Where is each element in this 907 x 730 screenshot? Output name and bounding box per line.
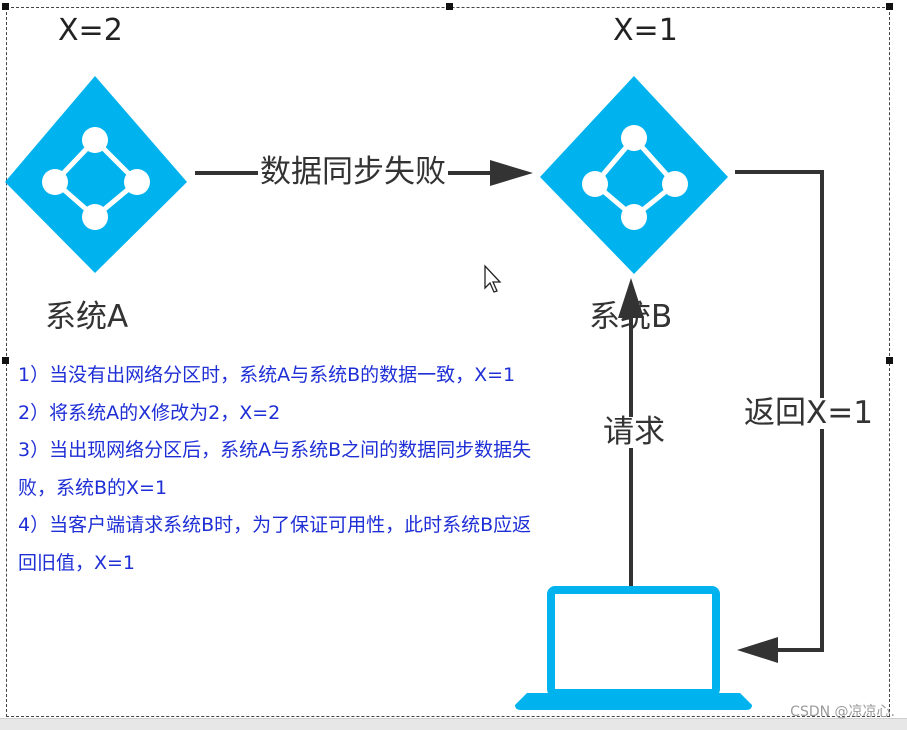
note-item: 1）当没有出网络分区时，系统A与系统B的数据一致，X=1: [18, 364, 516, 386]
resize-handle-left-middle[interactable]: [2, 357, 9, 364]
system-a-icon: [5, 76, 187, 273]
resize-handle-right-middle[interactable]: [886, 357, 893, 364]
bottom-scrollbar[interactable]: [0, 718, 907, 730]
watermark: CSDN @凉凉心.: [790, 704, 895, 720]
resize-handle-top-middle[interactable]: [446, 3, 453, 10]
explanation-notes: 1）当没有出网络分区时，系统A与系统B的数据一致，X=1 2）将系统A的X修改为…: [18, 357, 548, 582]
system-b-label: 系统B: [589, 299, 673, 335]
mouse-pointer-icon: [484, 264, 502, 293]
resize-handle-top-right[interactable]: [886, 3, 893, 10]
system-a-value: X=2: [58, 13, 123, 48]
sync-failed-label: 数据同步失败: [258, 154, 448, 190]
note-item: 4）当客户端请求系统B时，为了保证可用性，此时系统B应返回旧值，X=1: [18, 514, 532, 574]
request-arrow: [618, 278, 644, 588]
system-a-label: 系统A: [45, 299, 129, 335]
client-laptop-icon: [515, 586, 752, 710]
note-item: 2）将系统A的X修改为2，X=2: [18, 401, 281, 424]
request-label: 请求: [601, 414, 667, 450]
system-b-value: X=1: [613, 13, 678, 48]
resize-handle-top-left[interactable]: [2, 3, 9, 10]
note-item: 3）当出现网络分区后，系统A与系统B之间的数据同步数据失败，系统B的X=1: [18, 439, 532, 499]
system-b-icon: [540, 76, 728, 274]
response-label: 返回X=1: [742, 395, 875, 431]
